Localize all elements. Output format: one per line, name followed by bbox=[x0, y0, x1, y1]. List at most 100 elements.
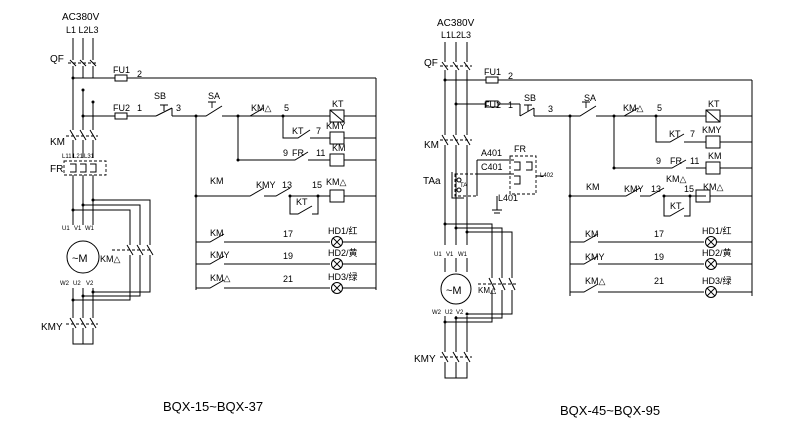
right-km-coil-label: KM bbox=[708, 151, 722, 161]
left-node-19: 19 bbox=[283, 251, 293, 261]
left-sb-label: SB bbox=[154, 91, 166, 101]
right-kt7-label: KT bbox=[669, 129, 681, 139]
left-node-9: 9 bbox=[283, 148, 288, 158]
left-node-3: 3 bbox=[176, 103, 181, 113]
right-hd2-label: HD2/黄 bbox=[702, 247, 732, 258]
right-kt-coil-label: KT bbox=[708, 99, 720, 109]
left-l11-label: L11 bbox=[62, 154, 72, 160]
right-sb-label: SB bbox=[524, 93, 536, 103]
left-fu2-label: FU2 bbox=[113, 103, 130, 113]
left-node-13: 13 bbox=[282, 180, 292, 190]
left-fr-label: FR bbox=[50, 164, 63, 175]
left-km-main-label: KM bbox=[50, 137, 65, 148]
right-motor bbox=[440, 273, 472, 305]
left-motor-label: ~M bbox=[72, 253, 88, 265]
left-v2-label: V2 bbox=[86, 281, 94, 287]
left-kmy19-label: KMY bbox=[210, 250, 230, 260]
left-node-7: 7 bbox=[316, 126, 321, 136]
right-kmtri5-label: KM△ bbox=[623, 103, 644, 113]
right-caption: BQX-45~BQX-95 bbox=[560, 403, 661, 418]
right-km-hold-label: KM bbox=[586, 182, 600, 192]
right-kmy-coil-label: KMY bbox=[702, 125, 722, 135]
right-fr11-label: FR bbox=[670, 156, 682, 166]
left-km-hold-label: KM bbox=[210, 176, 224, 186]
right-v2-label: V2 bbox=[456, 310, 464, 316]
right-fu1-label: FU1 bbox=[484, 67, 501, 77]
left-kmy-coil-label: KMY bbox=[326, 121, 346, 131]
right-kmtri-aux-label: KM△ bbox=[666, 174, 687, 184]
right-kmtri-main-label: KM△ bbox=[478, 286, 497, 295]
left-node-11: 11 bbox=[316, 148, 325, 158]
left-node-21: 21 bbox=[283, 274, 293, 284]
left-kt-nc-label: KT bbox=[296, 197, 308, 207]
left-km17-label: KM bbox=[210, 228, 224, 238]
right-node-19: 19 bbox=[654, 252, 664, 262]
right-kmy19-label: KMY bbox=[585, 252, 605, 262]
right-hd3-label: HD3/绿 bbox=[702, 275, 732, 286]
right-node-17: 17 bbox=[654, 229, 664, 239]
right-qf-label: QF bbox=[424, 58, 438, 69]
right-kmy13-label: KMY bbox=[624, 184, 644, 194]
right-l401-label: L401 bbox=[498, 193, 518, 203]
left-fr11-label: FR bbox=[292, 148, 304, 158]
right-c401-label: C401 bbox=[481, 162, 503, 172]
left-l21-label: L21 bbox=[73, 154, 84, 160]
left-phase-label: L1 L2L3 bbox=[66, 25, 99, 35]
right-node-1: 1 bbox=[508, 100, 513, 110]
left-node-15: 15 bbox=[312, 180, 322, 190]
left-w2-label: W2 bbox=[60, 281, 70, 287]
right-km17-label: KM bbox=[585, 229, 599, 239]
right-w1-label: W1 bbox=[458, 252, 468, 258]
left-km-coil-label: KM bbox=[332, 143, 346, 153]
left-node-2: 2 bbox=[137, 69, 142, 79]
right-node-7: 7 bbox=[690, 129, 695, 139]
right-a401-label: A401 bbox=[481, 148, 502, 158]
left-hd2-label: HD2/黄 bbox=[328, 247, 358, 258]
right-kt-nc-label: KT bbox=[670, 201, 682, 211]
left-hd3-label: HD3/绿 bbox=[328, 271, 358, 282]
right-u1-label: U1 bbox=[434, 252, 442, 258]
left-caption: BQX-15~BQX-37 bbox=[163, 399, 264, 414]
right-kmtri21-label: KM△ bbox=[585, 276, 606, 286]
left-node-1: 1 bbox=[137, 103, 142, 113]
right-node-13: 13 bbox=[651, 184, 661, 194]
right-km-main-label: KM bbox=[424, 140, 439, 151]
left-kmy13-label: KMY bbox=[256, 180, 276, 190]
left-w1-label: W1 bbox=[85, 226, 95, 232]
right-node-5: 5 bbox=[657, 103, 662, 113]
left-diagram-bqx-15-37: AC380V L1 L2L3 QF FU1 2 FU2 1 SB 3 SA KM… bbox=[41, 12, 377, 345]
right-supply-label: AC380V bbox=[437, 18, 475, 29]
left-supply-label: AC380V bbox=[62, 12, 100, 23]
right-sa-label: SA bbox=[584, 93, 596, 103]
left-node-5: 5 bbox=[284, 103, 289, 113]
left-kmtri21-label: KM△ bbox=[210, 273, 231, 283]
left-kmy-main-label: KMY bbox=[41, 322, 63, 333]
right-fr-top-label: FR bbox=[514, 144, 526, 154]
left-qf-label: QF bbox=[50, 54, 64, 65]
left-u1-label: U1 bbox=[62, 226, 70, 232]
left-node-17: 17 bbox=[283, 229, 293, 239]
right-taa-label: TAa bbox=[423, 176, 441, 187]
right-w2-label: W2 bbox=[432, 310, 442, 316]
right-kmtri-coil-label: KM△ bbox=[703, 182, 724, 192]
left-motor bbox=[66, 240, 100, 274]
left-hd1-label: HD1/红 bbox=[328, 225, 358, 236]
right-node-2: 2 bbox=[508, 71, 513, 81]
right-l402-label: L402 bbox=[540, 173, 554, 179]
right-fu2-label: FU2 bbox=[484, 100, 501, 110]
left-fu1-label: FU1 bbox=[113, 65, 130, 75]
right-u2-label: U2 bbox=[445, 310, 453, 316]
right-v1-label: V1 bbox=[446, 252, 454, 258]
left-u2-label: U2 bbox=[73, 281, 81, 287]
right-motor-label: ~M bbox=[446, 285, 462, 297]
left-kmtri-coil-label: KM△ bbox=[326, 177, 347, 187]
right-hd1-label: HD1/红 bbox=[702, 225, 732, 236]
right-node-15: 15 bbox=[684, 184, 694, 194]
right-diagram-bqx-45-95: AC380V L1L2L3 QF FU1 2 FU2 1 SB 3 SA KM△… bbox=[414, 18, 753, 379]
right-phase-label: L1L2L3 bbox=[441, 30, 471, 40]
right-node-3: 3 bbox=[548, 104, 553, 114]
left-kt-coil-label: KT bbox=[332, 99, 344, 109]
left-kt7-label: KT bbox=[292, 126, 304, 136]
right-node-11: 11 bbox=[690, 156, 699, 166]
